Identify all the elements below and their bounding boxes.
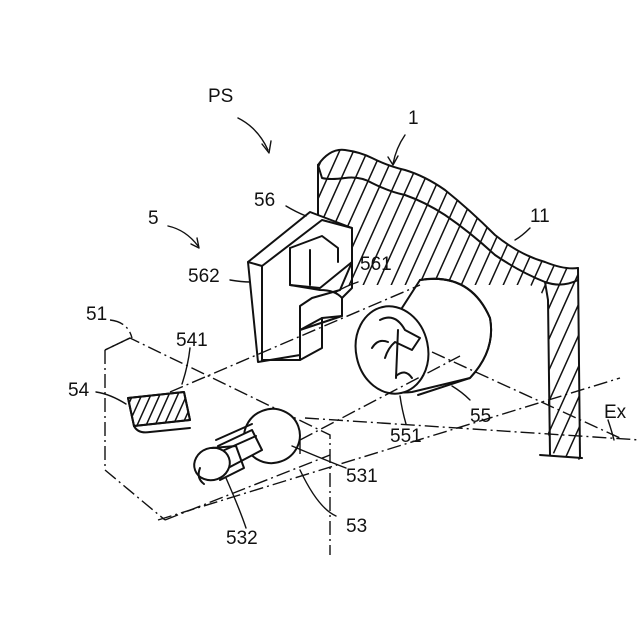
label-562: 562 xyxy=(188,266,220,287)
label-56: 56 xyxy=(254,190,275,211)
label-561: 561 xyxy=(360,254,392,275)
label-54: 54 xyxy=(68,380,90,401)
hatch-line xyxy=(189,390,207,430)
label-1: 1 xyxy=(408,108,419,129)
label-551: 551 xyxy=(390,426,422,447)
arrow-5 xyxy=(168,226,199,248)
label-541: 541 xyxy=(176,330,208,351)
label-ps: PS xyxy=(208,86,233,107)
housing-wall xyxy=(140,140,640,470)
label-ex: Ex xyxy=(604,402,627,423)
hatch-line xyxy=(198,390,216,430)
arrow-ps xyxy=(238,118,271,153)
holder-56 xyxy=(248,212,352,362)
recess-54 xyxy=(90,390,216,432)
label-531: 531 xyxy=(346,466,378,487)
reference-labels: PS 1 11 5 56 561 562 51 541 54 55 551 53… xyxy=(68,86,627,549)
arrow-1 xyxy=(388,135,405,165)
hatch-line xyxy=(99,390,117,430)
label-51: 51 xyxy=(86,304,107,325)
bulb-53 xyxy=(190,401,308,485)
label-11: 11 xyxy=(530,206,550,227)
wall-hatch-section xyxy=(140,140,640,470)
label-532: 532 xyxy=(226,528,258,549)
label-55: 55 xyxy=(470,406,491,427)
label-5: 5 xyxy=(148,208,159,229)
label-53: 53 xyxy=(346,516,367,537)
socket-55 xyxy=(348,279,491,401)
hatch-line xyxy=(560,140,640,470)
